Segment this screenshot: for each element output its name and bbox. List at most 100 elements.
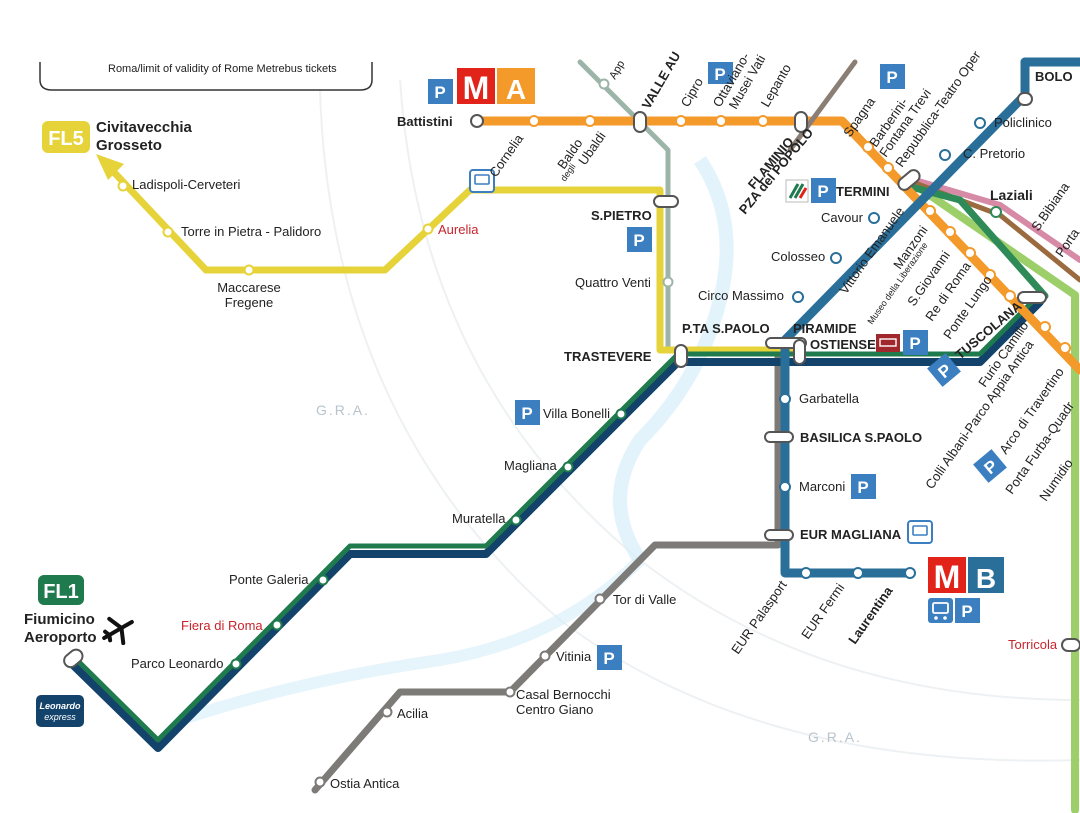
interchange-battistini[interactable] [470, 114, 484, 128]
station-cavour[interactable] [868, 212, 880, 224]
station-laziali[interactable] [990, 206, 1002, 218]
bus-icon [469, 169, 495, 193]
station-ponte-galeria[interactable] [317, 574, 329, 586]
bus-icon [907, 520, 933, 544]
metro-b-letter: B [976, 563, 996, 594]
interchange-s-pietro[interactable] [653, 195, 679, 208]
metro-a-letter: A [506, 74, 526, 105]
fl1-badge-text: FL1 [43, 581, 79, 603]
metro-b-stations [779, 117, 1002, 579]
fl5-stations [117, 180, 674, 288]
station-c-pretorio[interactable] [939, 149, 951, 161]
metro-a-logo[interactable]: P M A [428, 68, 535, 106]
interchange-fiumicino[interactable] [61, 647, 85, 670]
parking-icon: P [811, 178, 836, 203]
station-s-giovanni[interactable] [964, 247, 976, 259]
roma-lido-stations [314, 78, 1076, 788]
station-circo-massimo[interactable] [792, 291, 804, 303]
station-eur-fermi[interactable] [852, 567, 864, 579]
svg-text:P: P [521, 404, 532, 423]
interchange-valle-aurelia[interactable] [633, 111, 647, 133]
label-piramide: PIRAMIDE [793, 321, 857, 336]
label-laziali: Laziali [990, 187, 1033, 203]
station-colli-albani[interactable] [1059, 342, 1071, 354]
interchange-eur-magliana[interactable] [764, 529, 794, 541]
fl1-destination-1: Fiumicino [24, 611, 95, 628]
station-colosseo[interactable] [830, 252, 842, 264]
station-ponte-lungo[interactable] [1004, 290, 1016, 302]
station-barberini[interactable] [882, 162, 894, 174]
station-policlinico[interactable] [974, 117, 986, 129]
fl1-badge[interactable]: FL1 [38, 575, 84, 605]
station-manzoni[interactable] [944, 226, 956, 238]
interchange-piramide[interactable] [793, 339, 806, 365]
station-quattro-venti[interactable] [662, 276, 674, 288]
label-piazza-del-popolo: PZA del POPOLO [736, 125, 816, 217]
station-laurentina[interactable] [904, 567, 916, 579]
station-torre-in-pietra[interactable] [162, 226, 174, 238]
label-policlinico: Policlinico [994, 115, 1052, 130]
station-garbatella[interactable] [779, 393, 791, 405]
station-baldo-ubaldi[interactable] [584, 115, 596, 127]
svg-text:P: P [857, 478, 868, 497]
station-eur-palasport[interactable] [800, 567, 812, 579]
station-parco-leonardo[interactable] [230, 658, 242, 670]
interchange-termini[interactable] [896, 168, 922, 193]
station-casal-bernocchi[interactable] [504, 686, 516, 698]
label-fiera-di-roma: Fiera di Roma [181, 618, 263, 633]
interchange-bolo[interactable] [1017, 92, 1033, 106]
parking-icon: P [597, 645, 622, 670]
station-app[interactable] [598, 78, 610, 90]
label-s-bibiana: S.Bibiana [1028, 179, 1073, 234]
station-re-di-roma[interactable] [984, 269, 996, 281]
station-furio-camillo[interactable] [1039, 321, 1051, 333]
label-torre-in-pietra: Torre in Pietra - Palidoro [181, 224, 321, 239]
interchange-torricola[interactable] [1061, 638, 1080, 652]
station-ladispoli[interactable] [117, 180, 129, 192]
parking-icon: P [973, 449, 1007, 483]
validity-note-box [39, 62, 373, 91]
station-cipro[interactable] [675, 115, 687, 127]
roma-lido-icon [876, 334, 900, 352]
station-aurelia[interactable] [422, 223, 434, 235]
station-ottaviano[interactable] [715, 115, 727, 127]
station-acilia[interactable] [381, 706, 393, 718]
fl1-stations [230, 408, 627, 670]
station-villa-bonelli[interactable] [615, 408, 627, 420]
station-muratella[interactable] [510, 514, 522, 526]
station-tor-di-valle[interactable] [594, 593, 606, 605]
label-maccarese: Maccarese [217, 280, 281, 295]
svg-text:P: P [909, 334, 920, 353]
leonardo-express-logo: Leonardo express [36, 695, 84, 727]
label-vitinia: Vitinia [556, 649, 592, 664]
parking-icon: P [708, 62, 733, 84]
station-maccarese[interactable] [243, 264, 255, 276]
label-aurelia: Aurelia [438, 222, 479, 237]
interchange-flaminio[interactable] [794, 111, 808, 133]
station-marconi[interactable] [779, 481, 791, 493]
gra-label-west: G.R.A. [316, 402, 370, 418]
interchange-basilica[interactable] [764, 431, 794, 443]
station-lepanto[interactable] [757, 115, 769, 127]
river-tevere [613, 156, 734, 564]
station-magliana[interactable] [562, 461, 574, 473]
fl5-badge[interactable]: FL5 [42, 121, 90, 153]
station-spagna[interactable] [862, 141, 874, 153]
station-cornelia[interactable] [528, 115, 540, 127]
line-fl1-green [71, 291, 1043, 743]
label-eur-magliana: EUR MAGLIANA [800, 527, 902, 542]
station-vittorio-emanuele[interactable] [924, 205, 936, 217]
interchange-tuscolana[interactable] [1017, 291, 1047, 304]
label-torricola: Torricola [1008, 637, 1058, 652]
interchange-trastevere[interactable] [674, 344, 688, 368]
label-centro-giano: Centro Giano [516, 702, 593, 717]
svg-text:P: P [714, 65, 725, 84]
station-ostia-antica[interactable] [314, 776, 326, 788]
station-vitinia[interactable] [539, 650, 551, 662]
station-fiera-di-roma[interactable] [271, 619, 283, 631]
parking-icon [428, 79, 453, 104]
label-trastevere: TRASTEVERE [564, 349, 652, 364]
label-garbatella: Garbatella [799, 391, 860, 406]
metro-b-logo[interactable]: M B P [928, 557, 1004, 623]
svg-text:P: P [961, 602, 972, 621]
